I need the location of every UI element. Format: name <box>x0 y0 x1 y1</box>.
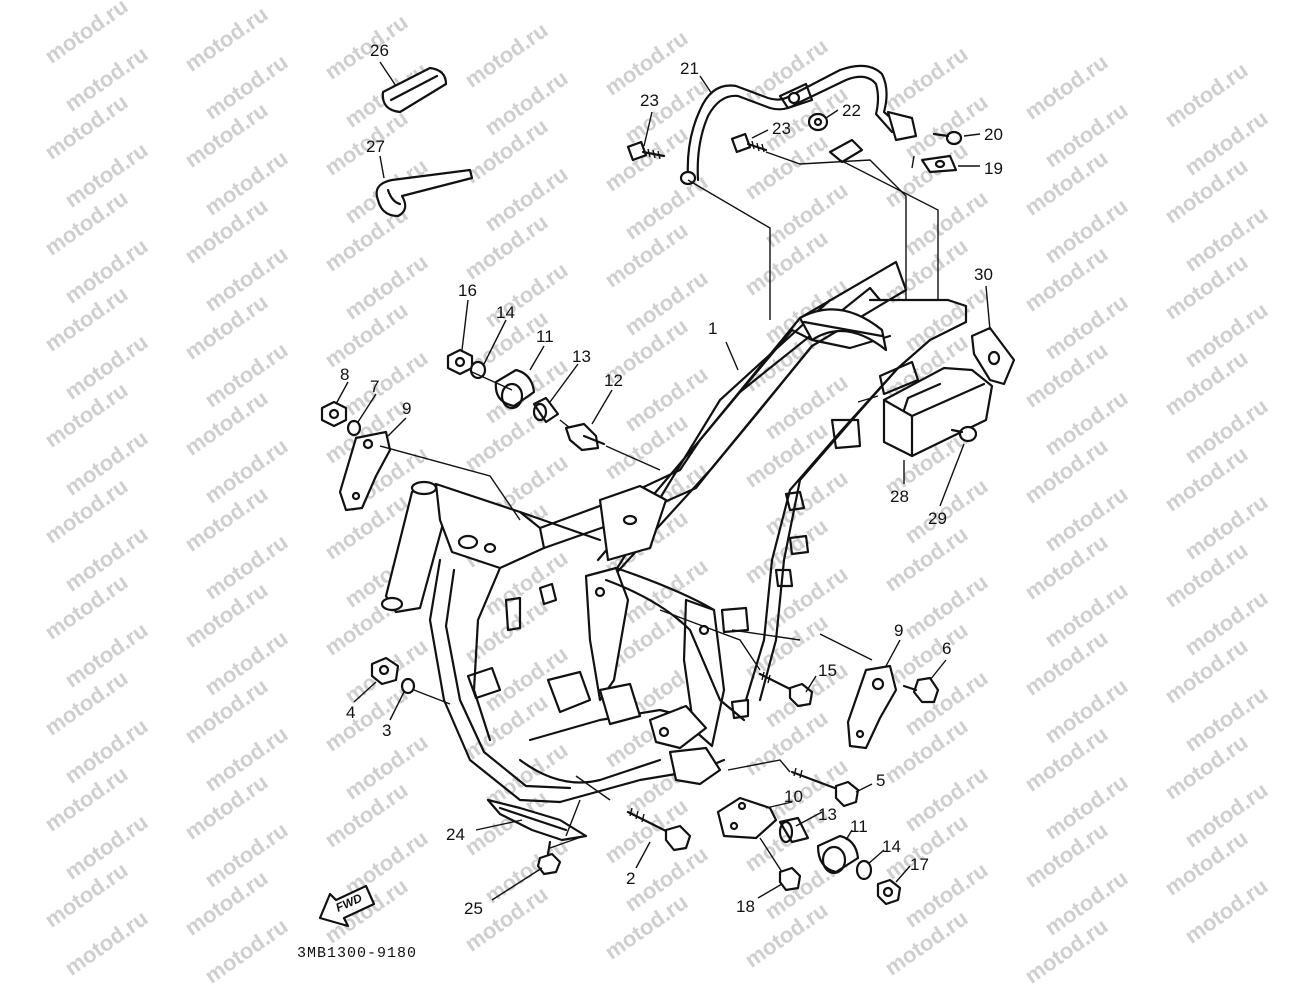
leader-lines <box>379 151 939 873</box>
callout-leaders <box>335 61 991 901</box>
label-part-14b: 14 <box>882 837 901 856</box>
part-26-pad[interactable] <box>381 66 448 114</box>
label-part-9a: 9 <box>402 399 411 418</box>
catalog-number: 3MB1300-9180 <box>297 945 418 962</box>
part-2-bolt[interactable] <box>626 807 692 852</box>
label-part-15: 15 <box>818 661 837 680</box>
part-11-rubber-lower[interactable] <box>816 834 860 875</box>
part-19-bracket[interactable] <box>920 154 958 174</box>
label-part-28: 28 <box>890 487 909 506</box>
part-5-bolt[interactable] <box>790 767 860 808</box>
label-part-7: 7 <box>370 377 379 396</box>
part-3-washer[interactable] <box>400 677 416 695</box>
part-18-nut[interactable] <box>778 866 802 892</box>
label-part-27: 27 <box>366 137 385 156</box>
label-part-2: 2 <box>626 869 635 888</box>
label-part-13b: 13 <box>818 805 837 824</box>
label-part-5: 5 <box>876 771 885 790</box>
part-17-nut[interactable] <box>876 878 902 906</box>
part-12-bolt[interactable] <box>564 422 606 452</box>
part-6-bolt[interactable] <box>902 676 940 704</box>
label-part-23a: 23 <box>640 91 659 110</box>
label-part-9b: 9 <box>894 621 903 640</box>
part-24-guard-plate[interactable] <box>486 798 588 842</box>
part-27-wrench[interactable] <box>375 168 474 218</box>
part-7-washer[interactable] <box>346 419 362 437</box>
part-25-bolt[interactable] <box>536 840 562 876</box>
callout-labels: 26 27 21 23 22 23 20 19 30 1 16 14 11 13… <box>340 41 1003 918</box>
label-part-11b: 11 <box>850 817 868 836</box>
part-23-bolt-left[interactable] <box>626 140 666 162</box>
label-part-29: 29 <box>928 509 947 528</box>
part-21-grab-bar[interactable] <box>679 64 918 186</box>
part-9-bracket-lower[interactable] <box>846 664 898 750</box>
label-part-23b: 23 <box>772 119 791 138</box>
label-part-19: 19 <box>984 159 1003 178</box>
label-part-3: 3 <box>382 721 391 740</box>
label-part-11a: 11 <box>536 327 554 346</box>
label-part-10: 10 <box>784 787 803 806</box>
label-part-1: 1 <box>708 319 717 338</box>
label-part-22: 22 <box>842 101 861 120</box>
part-10-bracket[interactable] <box>716 796 778 840</box>
part-1-main-frame[interactable] <box>380 260 968 804</box>
part-15-bolt[interactable] <box>758 671 814 708</box>
part-4-nut[interactable] <box>370 656 400 686</box>
part-14-washer-upper[interactable] <box>469 360 487 380</box>
part-13-collar-upper[interactable] <box>532 396 560 424</box>
label-part-4: 4 <box>346 703 355 722</box>
part-23-bolt-right[interactable] <box>730 132 768 154</box>
part-28-battery-box[interactable] <box>882 366 994 458</box>
label-part-26: 26 <box>370 41 389 60</box>
label-part-25: 25 <box>464 899 483 918</box>
fwd-arrow-icon: FWD <box>318 884 376 928</box>
label-part-20: 20 <box>984 125 1003 144</box>
label-part-30: 30 <box>974 265 993 284</box>
label-part-17: 17 <box>910 855 929 874</box>
label-part-13a: 13 <box>572 347 591 366</box>
part-20-bolt[interactable] <box>932 130 963 146</box>
label-part-12: 12 <box>604 371 623 390</box>
label-part-14a: 14 <box>496 303 515 322</box>
part-16-nut[interactable] <box>446 348 474 376</box>
label-part-8: 8 <box>340 365 349 384</box>
label-part-16: 16 <box>458 281 477 300</box>
label-part-24: 24 <box>446 825 465 844</box>
part-11-rubber-upper[interactable] <box>494 368 536 410</box>
part-8-nut[interactable] <box>320 400 348 428</box>
label-part-21: 21 <box>680 59 699 78</box>
label-part-6: 6 <box>942 639 951 658</box>
part-22-washer[interactable] <box>807 112 829 132</box>
part-14-washer-lower[interactable] <box>855 859 873 881</box>
label-part-18: 18 <box>736 897 755 916</box>
part-9-bracket-upper[interactable] <box>338 430 392 512</box>
part-29-bolt[interactable] <box>950 425 978 443</box>
